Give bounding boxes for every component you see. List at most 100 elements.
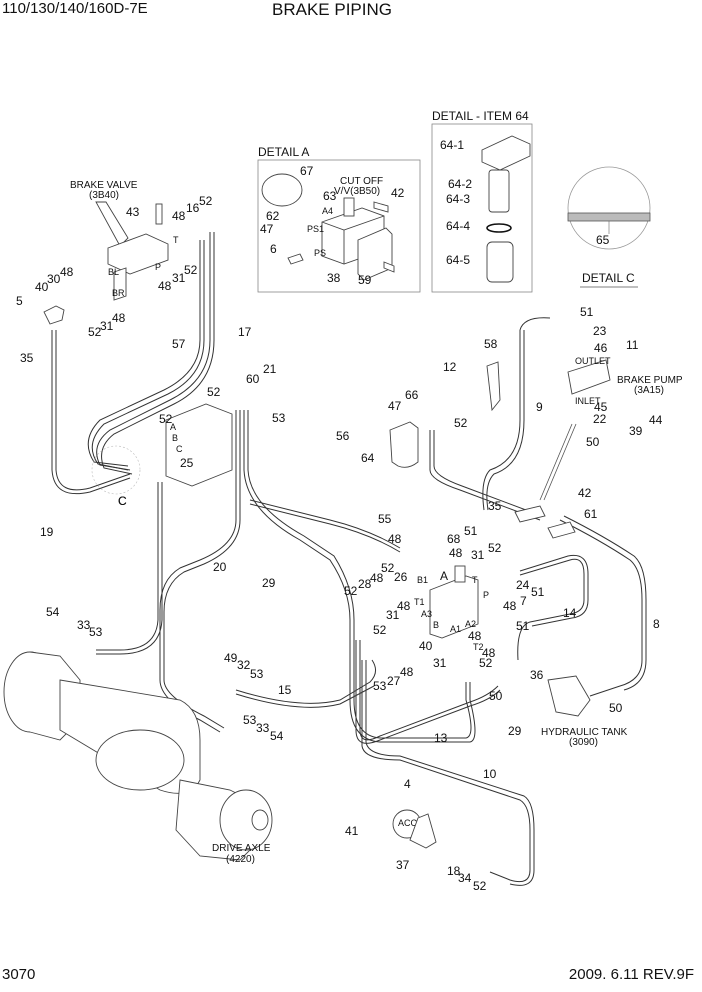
- part-callout-48: 48: [172, 209, 186, 223]
- acc-label: ACC1: [398, 818, 422, 828]
- port-b: B: [172, 433, 178, 443]
- part-callout-42: 42: [391, 186, 405, 200]
- bracket-37-shape: [409, 813, 437, 849]
- part-callout-22: 22: [593, 412, 607, 426]
- drive-axle: DRIVE AXLE (4220): [3, 651, 273, 865]
- part-callout-4: 4: [404, 777, 411, 791]
- part-callout-42: 42: [578, 486, 592, 500]
- part-callout-64: 64: [361, 451, 375, 465]
- part-callout-14: 14: [563, 606, 577, 620]
- part-callout-54: 54: [46, 605, 60, 619]
- brake-valve-ref: (3B40): [89, 190, 119, 201]
- part-callout-27: 27: [387, 674, 401, 688]
- part-callout-8: 8: [653, 617, 660, 631]
- part-callout-15: 15: [278, 683, 292, 697]
- part-callout-29: 29: [508, 724, 522, 738]
- hydraulic-tank-ref: (3090): [569, 737, 598, 748]
- brake-valve-body-shape: [107, 233, 169, 275]
- part-callout-31: 31: [172, 271, 186, 285]
- switch-5-shape: [43, 305, 65, 325]
- part-callout-46: 46: [594, 341, 608, 355]
- part-callout-52: 52: [88, 325, 102, 339]
- part-callout-25: 25: [180, 456, 194, 470]
- manifold-block-shape: [165, 403, 233, 487]
- part-callout-48: 48: [468, 629, 482, 643]
- part-callout-52: 52: [207, 385, 221, 399]
- part-callout-50: 50: [586, 435, 600, 449]
- part-callout-57: 57: [172, 337, 186, 351]
- inlet-label: INLET: [575, 396, 601, 406]
- port-ps: PS: [314, 248, 326, 258]
- port-t: T: [173, 235, 179, 245]
- part-callout-51: 51: [464, 524, 478, 538]
- part-callout-35: 35: [20, 351, 34, 365]
- part-callout-56: 56: [336, 429, 350, 443]
- part-callout-48: 48: [449, 546, 463, 560]
- port-bl: BL: [108, 267, 119, 277]
- drive-axle-ref: (4220): [226, 854, 255, 865]
- part-callout-31: 31: [100, 319, 114, 333]
- part-callout-51: 51: [516, 619, 530, 633]
- part-callout-48: 48: [60, 265, 74, 279]
- part-callout-52: 52: [479, 656, 493, 670]
- port-t1: T1: [414, 597, 425, 607]
- part-callout-50: 50: [489, 689, 503, 703]
- part-callout-51: 51: [531, 585, 545, 599]
- part-callout-63: 63: [323, 189, 337, 203]
- part-callout-13: 13: [434, 731, 448, 745]
- part-callout-64-3: 64-3: [446, 192, 470, 206]
- part-callout-48: 48: [482, 646, 496, 660]
- part-callout-52: 52: [381, 561, 395, 575]
- brake-valve-caption: BRAKE VALVE: [70, 180, 138, 191]
- part-callout-37: 37: [396, 858, 410, 872]
- part-callout-12: 12: [443, 360, 457, 374]
- part-callout-36: 36: [530, 668, 544, 682]
- part-callout-61: 61: [584, 507, 598, 521]
- part-callout-40: 40: [35, 280, 49, 294]
- sensor-6-shape: [287, 253, 304, 265]
- part-callout-24: 24: [516, 578, 530, 592]
- port-a1: A1: [450, 624, 461, 634]
- part-callout-52: 52: [473, 879, 487, 893]
- part-callout-26: 26: [394, 570, 408, 584]
- part-callout-52: 52: [199, 194, 213, 208]
- hose-section-shape: [567, 212, 651, 222]
- part-callout-53: 53: [250, 667, 264, 681]
- part-callout-11: 11: [626, 338, 639, 352]
- port-br: BR: [112, 288, 125, 298]
- part-callout-53: 53: [243, 713, 257, 727]
- part-callout-53: 53: [272, 411, 286, 425]
- filter-bowl-shape: [486, 241, 514, 283]
- part-callout-49: 49: [224, 651, 238, 665]
- part-callout-33: 33: [256, 721, 270, 735]
- bracket-58-shape: [486, 361, 501, 412]
- part-callout-67: 67: [300, 164, 314, 178]
- part-callout-62: 62: [266, 209, 280, 223]
- part-callout-54: 54: [270, 729, 284, 743]
- port-a2: A2: [465, 619, 476, 629]
- part-callout-28: 28: [358, 577, 372, 591]
- port-b-cut: B: [433, 620, 439, 630]
- part-callout-44: 44: [649, 413, 663, 427]
- cut-off-valve-a-shape: [429, 575, 479, 639]
- part-callout-41: 41: [345, 824, 359, 838]
- part-callout-17: 17: [238, 325, 252, 339]
- part-callout-19: 19: [40, 525, 54, 539]
- part-callout-48: 48: [397, 599, 411, 613]
- part-callout-64-2: 64-2: [448, 177, 472, 191]
- part-callout-68: 68: [447, 532, 461, 546]
- part-callout-45: 45: [594, 400, 608, 414]
- part-callout-48: 48: [503, 599, 517, 613]
- part-callout-55: 55: [378, 512, 392, 526]
- part-callout-32: 32: [237, 658, 251, 672]
- part-callout-38: 38: [327, 271, 341, 285]
- part-callout-48: 48: [370, 571, 384, 585]
- part-callout-43: 43: [126, 205, 140, 219]
- part-callout-51: 51: [580, 305, 594, 319]
- part-callout-65: 65: [596, 233, 610, 247]
- outlet-label: OUTLET: [575, 356, 611, 366]
- port-t2: T2: [473, 642, 484, 652]
- part-callout-10: 10: [483, 767, 497, 781]
- part-callout-52: 52: [488, 541, 502, 555]
- detail-c: DETAIL C: [567, 166, 651, 288]
